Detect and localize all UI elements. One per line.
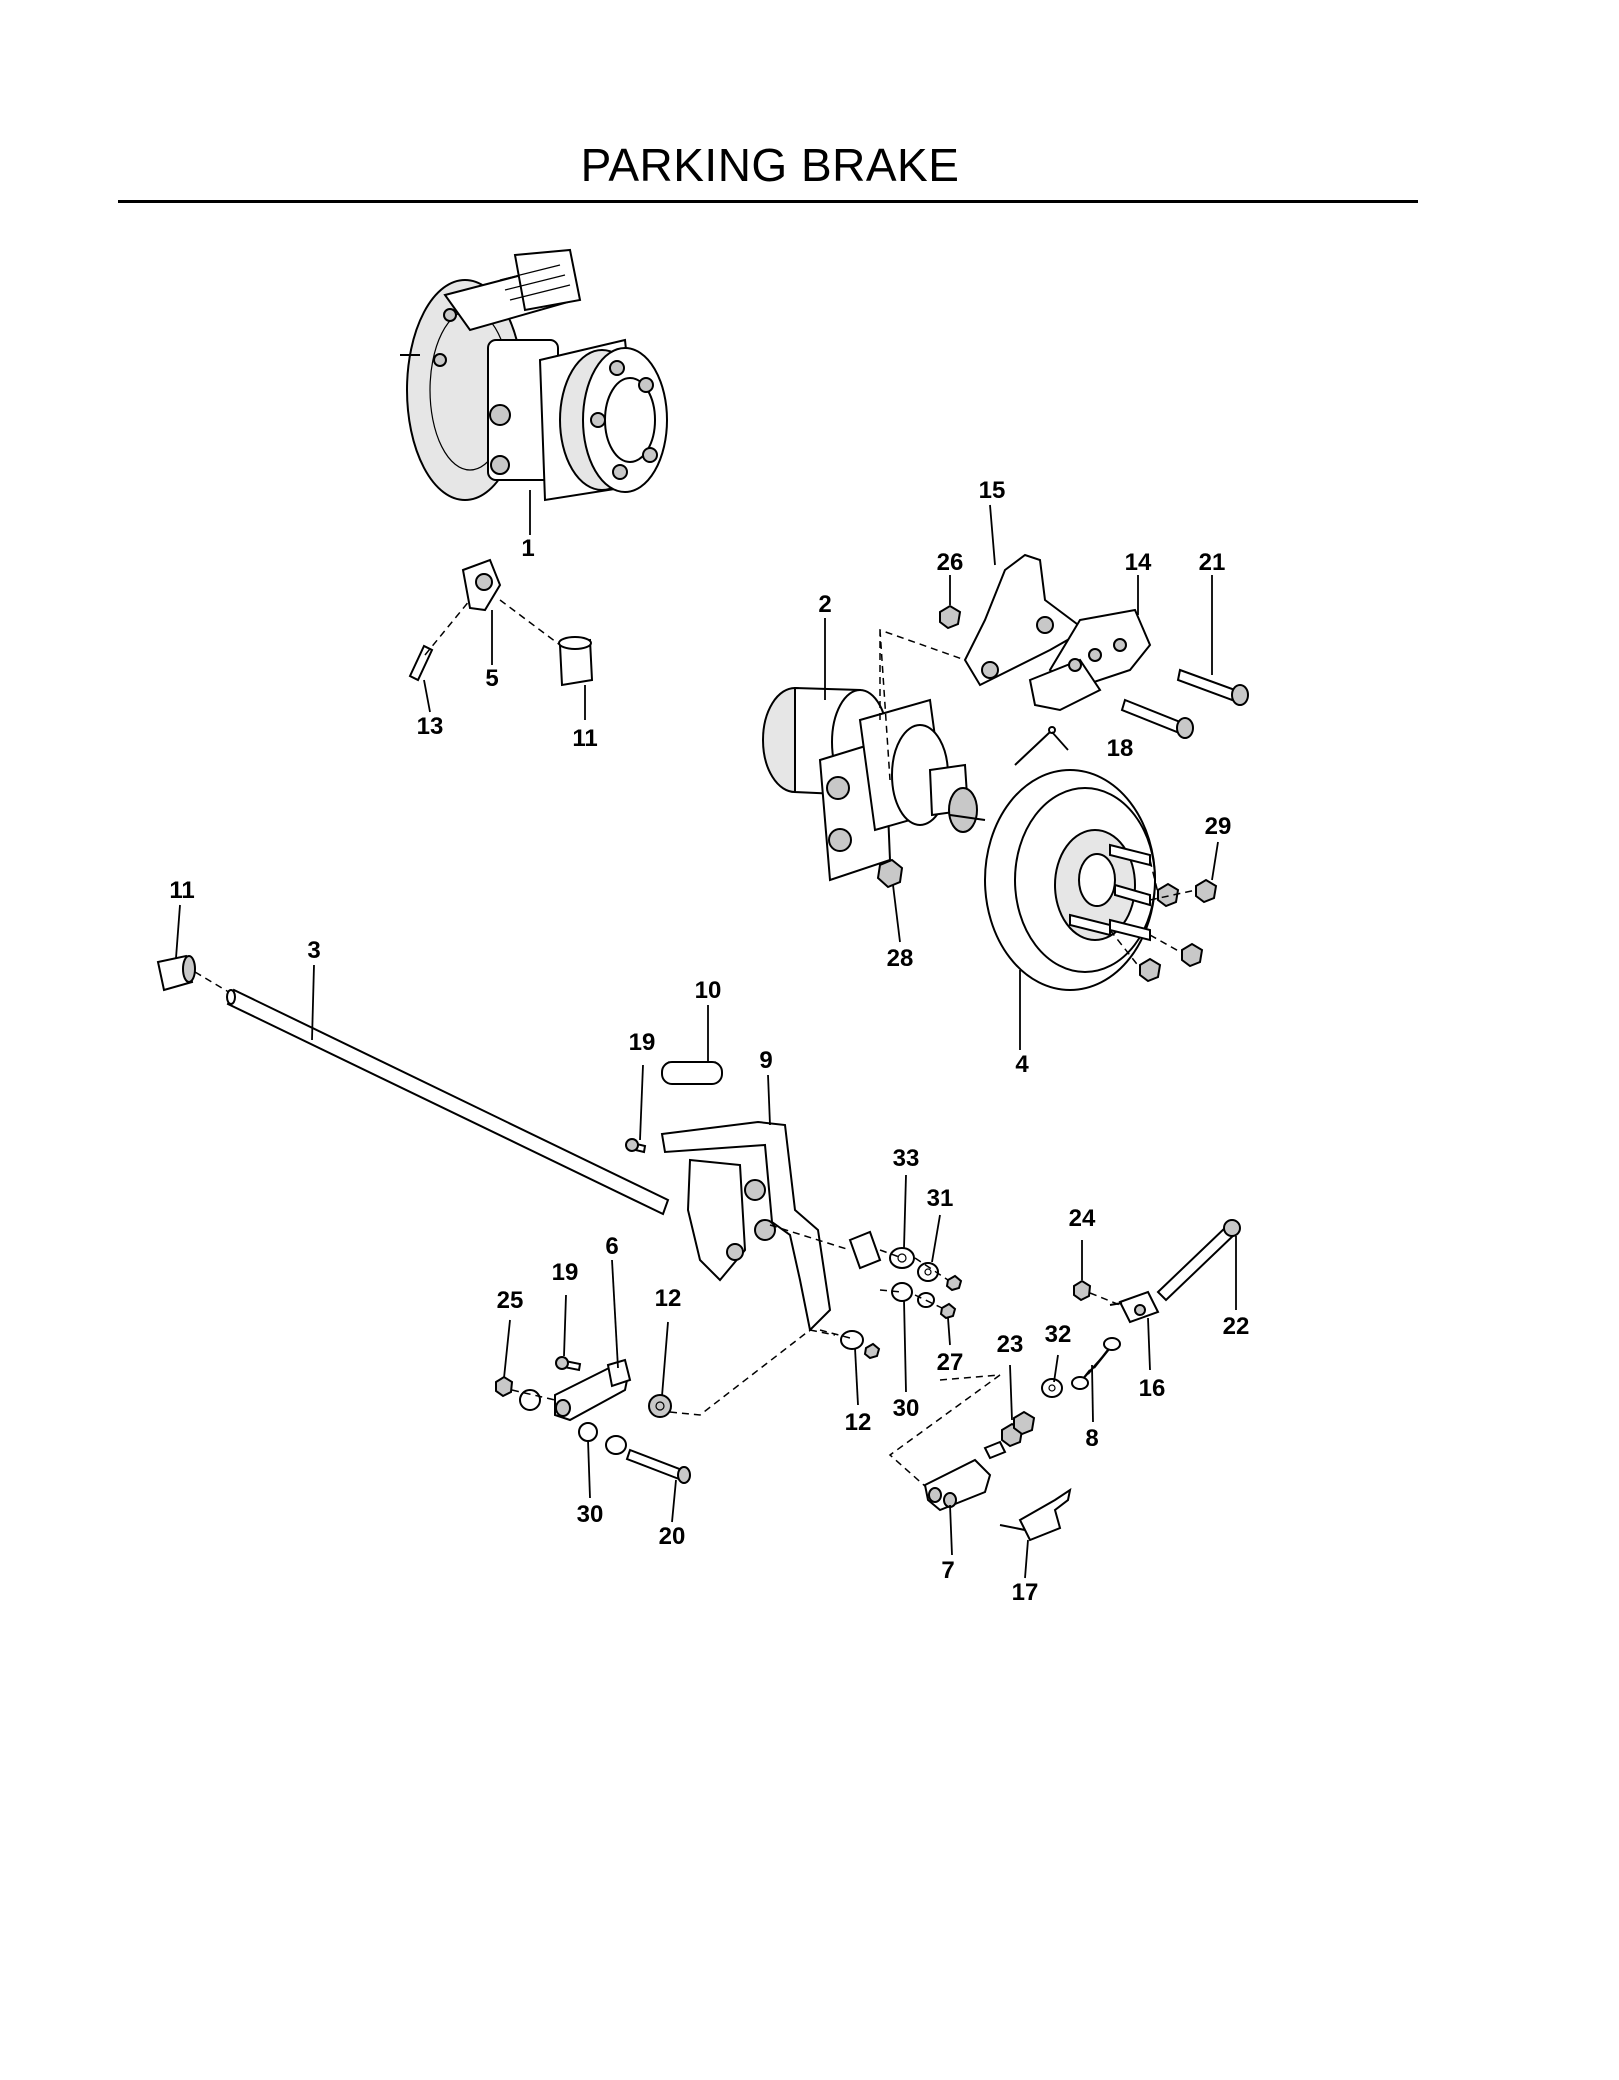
callout-30-lower: 30 <box>577 1501 604 1528</box>
callout-18: 18 <box>1107 735 1134 762</box>
part-22-rod <box>1156 1219 1241 1302</box>
callout-17: 17 <box>1012 1579 1039 1606</box>
part-26-nut <box>939 604 962 630</box>
callout-14: 14 <box>1125 549 1152 576</box>
part-31-washer <box>917 1262 963 1292</box>
assembly-line-2-15 <box>879 628 966 781</box>
part-20-bolt <box>625 1448 691 1484</box>
title-rule <box>118 200 1418 203</box>
part-10-pedal-pad <box>661 1061 723 1085</box>
callout-16: 16 <box>1139 1375 1166 1402</box>
assembly-line-5-11 <box>424 599 561 656</box>
callout-19-upper: 19 <box>629 1029 656 1056</box>
part-30-spacer-lower <box>578 1422 627 1455</box>
callout-12-left: 12 <box>655 1285 682 1312</box>
part-23-jam-nuts <box>1001 1410 1036 1448</box>
part-11-bushing-top <box>558 636 594 687</box>
part-33-washer <box>889 1247 915 1269</box>
callout-30-upper: 30 <box>893 1395 920 1422</box>
part-11-bushing-left <box>156 954 196 992</box>
part-21-bolt-lower <box>1120 698 1194 739</box>
callout-10: 10 <box>695 977 722 1004</box>
callout-25: 25 <box>497 1287 524 1314</box>
part-8-spring <box>1071 1337 1121 1390</box>
callout-28: 28 <box>887 945 914 972</box>
callout-leaders <box>175 490 1237 1579</box>
callout-7: 7 <box>941 1557 954 1584</box>
part-21-bolt-upper <box>1176 668 1249 706</box>
part-16-swivel-block <box>1109 1290 1160 1324</box>
callout-1: 1 <box>521 535 534 562</box>
callout-2: 2 <box>818 591 831 618</box>
part-1-motor-brake-assembly <box>400 248 668 502</box>
part-7-clevis <box>923 1440 1007 1512</box>
part-18-cotter-pin <box>1014 726 1056 766</box>
page-title: PARKING BRAKE <box>580 139 960 191</box>
callout-13: 13 <box>417 713 444 740</box>
part-4-brake-disc <box>984 769 1156 991</box>
callout-8: 8 <box>1085 1425 1098 1452</box>
assembly-line-nuts <box>1109 859 1197 969</box>
callout-12-right: 12 <box>845 1409 872 1436</box>
part-19-bolt-lower <box>555 1356 582 1372</box>
assembly-line-linkage <box>888 1374 1001 1496</box>
part-14-caliper <box>1028 608 1152 712</box>
callout-32: 32 <box>1045 1321 1072 1348</box>
callout-33: 33 <box>893 1145 920 1172</box>
part-29-wheel-nuts <box>1139 878 1218 983</box>
part-28-nut <box>876 858 904 889</box>
callout-21: 21 <box>1199 549 1226 576</box>
assembly-line-9 <box>769 1224 851 1251</box>
assembly-line-lever <box>511 1329 836 1416</box>
part-5-bracket <box>461 558 502 612</box>
callout-labels: 1 2 3 4 5 6 7 8 9 10 11 11 12 12 13 14 1… <box>169 477 1249 1606</box>
part-2-motor <box>762 686 986 882</box>
assembly-line-pedal-hardware <box>819 1249 949 1339</box>
part-9-pedal-arm <box>660 1120 882 1333</box>
part-25-nut <box>495 1375 514 1398</box>
callout-23: 23 <box>997 1331 1024 1358</box>
assembly-line-22-16 <box>1089 1292 1121 1306</box>
part-30-spacer-upper <box>891 1282 913 1302</box>
callout-4: 4 <box>1015 1051 1029 1078</box>
callout-9: 9 <box>759 1047 772 1074</box>
callout-29: 29 <box>1205 813 1232 840</box>
callout-19-lower: 19 <box>552 1259 579 1286</box>
part-12-washer-left <box>519 1389 672 1418</box>
part-3-shaft <box>226 988 670 1216</box>
callout-5: 5 <box>485 665 498 692</box>
callout-27: 27 <box>937 1349 964 1376</box>
part-6-lever <box>554 1358 632 1422</box>
callout-26: 26 <box>937 549 964 576</box>
callout-11-left: 11 <box>169 877 194 904</box>
assembly-line-11-3 <box>194 971 233 995</box>
callout-11-top: 11 <box>572 725 597 752</box>
callout-15: 15 <box>979 477 1006 504</box>
callout-31: 31 <box>927 1185 954 1212</box>
callout-22: 22 <box>1223 1313 1250 1340</box>
callout-24: 24 <box>1069 1205 1096 1232</box>
part-19-bolt-upper <box>625 1138 647 1154</box>
callout-20: 20 <box>659 1523 686 1550</box>
part-32-washer <box>1041 1378 1063 1398</box>
part-12-washer-right <box>840 1330 881 1360</box>
part-17-clip <box>999 1487 1072 1542</box>
callout-3: 3 <box>307 937 320 964</box>
part-24-nut <box>1073 1279 1092 1302</box>
part-27-nut <box>917 1292 957 1320</box>
part-13-pin <box>408 644 434 682</box>
callout-6: 6 <box>605 1233 618 1260</box>
